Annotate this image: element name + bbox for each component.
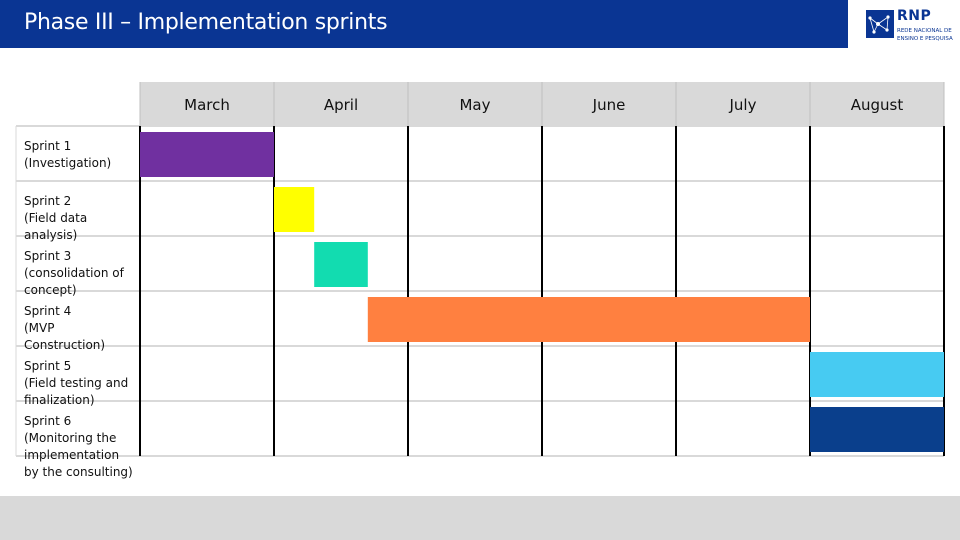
sprint-label-line: (consolidation of <box>24 266 124 280</box>
logo-subtitle-line2: ENSINO E PESQUISA <box>897 36 953 42</box>
sprint-label-line: implementation <box>24 448 120 462</box>
sprint-label: Sprint 2 (Field data analysis) <box>24 193 136 244</box>
sprint-label-line: (Field testing and <box>24 376 129 390</box>
row-background <box>16 401 944 456</box>
gantt-chart-svg: March April May June July August <box>15 82 945 457</box>
sprint-label: Sprint 6 (Monitoring the implementation by … <box>24 413 136 481</box>
sprint-bar <box>810 352 944 397</box>
month-label: March <box>184 96 230 114</box>
sprint-label-line: Sprint 6 <box>24 414 72 428</box>
row-background <box>16 236 944 291</box>
month-label: June <box>592 96 626 114</box>
title-bar: Phase III – Implementation sprints <box>0 0 848 48</box>
sprint-label-line: Construction) <box>24 338 106 352</box>
month-label: July <box>729 96 757 114</box>
sprint-label-line: (MVP <box>24 321 55 335</box>
month-label: May <box>459 96 490 114</box>
rnp-logo: RNP REDE NACIONAL DE ENSINO E PESQUISA <box>864 8 956 46</box>
sprint-label: Sprint 3 (consolidation of concept) <box>24 248 136 299</box>
sprint-label-line: Sprint 3 <box>24 249 72 263</box>
sprint-label-line: (Field data <box>24 211 88 225</box>
sprint-label-line: Sprint 1 <box>24 139 72 153</box>
sprint-label-line: Sprint 5 <box>24 359 72 373</box>
sprint-label: Sprint 1 (Investigation) <box>24 138 136 172</box>
month-label: April <box>324 96 358 114</box>
sprint-label-line: Sprint 4 <box>24 304 72 318</box>
sprint-label-line: (Monitoring the <box>24 431 117 445</box>
page-title: Phase III – Implementation sprints <box>24 10 388 35</box>
logo-wordmark: RNP <box>897 8 932 24</box>
gantt-chart: March April May June July August Sprint 1 (Inv… <box>0 80 960 479</box>
logo-subtitle-line1: REDE NACIONAL DE <box>897 28 952 34</box>
sprint-bar <box>140 132 274 177</box>
sprint-label-line: by the consulting) <box>24 465 133 479</box>
rnp-logo-icon <box>866 10 894 38</box>
row-background <box>16 346 944 401</box>
sprint-label-line: Sprint 2 <box>24 194 72 208</box>
sprint-label: Sprint 5 (Field testing and finalization) <box>24 358 136 409</box>
sprint-bar <box>367 297 810 342</box>
sprint-label: Sprint 4 (MVP Construction) <box>24 303 136 354</box>
month-label: August <box>851 96 904 114</box>
sprint-label-line: (Investigation) <box>24 156 112 170</box>
sprint-bar <box>274 187 315 232</box>
sprint-label-line: finalization) <box>24 393 95 407</box>
footer-band <box>0 496 960 540</box>
sprint-label-line: analysis) <box>24 228 78 242</box>
sprint-bar <box>314 242 368 287</box>
sprint-bar <box>810 407 944 452</box>
row-background <box>16 181 944 236</box>
sprint-label-line: concept) <box>24 283 77 297</box>
